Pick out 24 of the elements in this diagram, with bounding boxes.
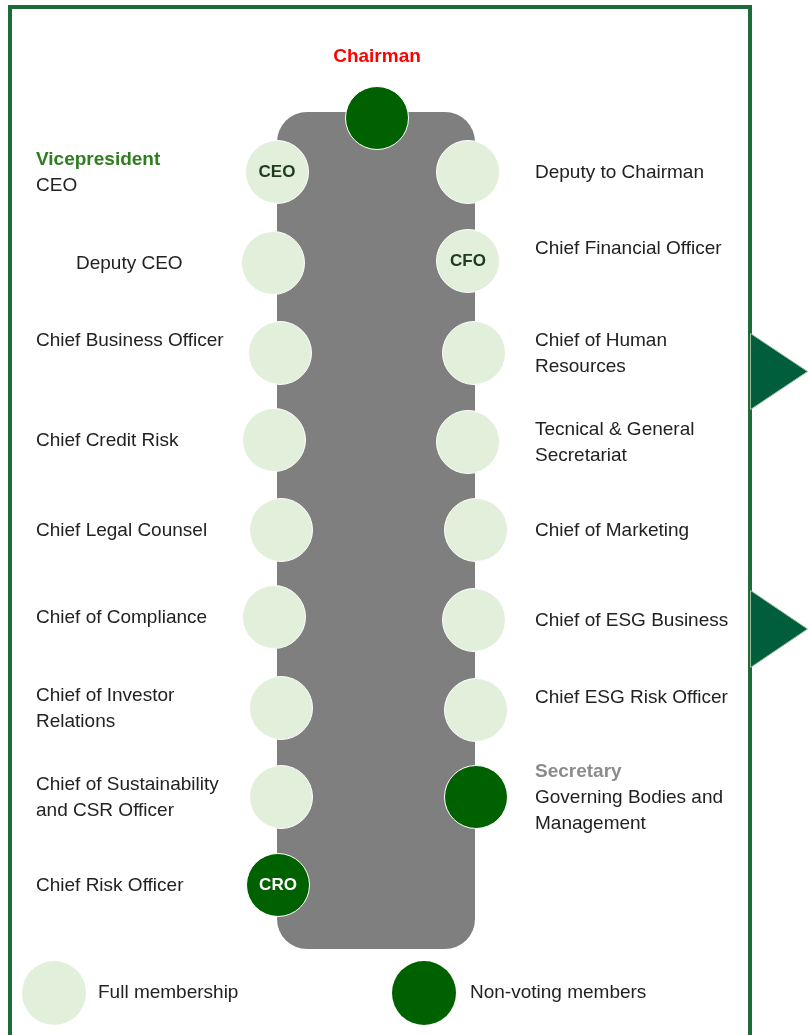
role-label: Deputy CEO	[76, 251, 184, 275]
role-label: Chief of Compliance	[36, 605, 209, 629]
seat-circle: CRO	[246, 853, 310, 917]
role-label: Chief Legal Counsel	[36, 518, 209, 542]
role-label: Chief of ESG Business	[535, 608, 730, 632]
role-heading: Vicepresident	[36, 147, 162, 171]
legend-label: Full membership	[98, 981, 239, 1003]
role-label: Chief Credit Risk	[36, 428, 180, 452]
role-label: Deputy to Chairman	[535, 160, 705, 184]
seat-circle: CEO	[245, 140, 309, 204]
role-label: Tecnical & General Secretariat	[535, 417, 696, 467]
legend-label: Non-voting members	[470, 981, 647, 1003]
role-label: CEO	[36, 173, 79, 197]
role-heading: Secretary	[535, 759, 623, 783]
role-label: Chief of Human Resources	[535, 328, 668, 378]
role-label: Chief of Marketing	[535, 518, 691, 542]
role-label: Chief Financial Officer	[535, 236, 723, 260]
role-label: Chief of Sustainability and CSR Officer	[36, 772, 220, 822]
role-label: Chief ESG Risk Officer	[535, 685, 729, 709]
role-label: Chief of Investor Relations	[36, 683, 176, 733]
role-label: Chief Risk Officer	[36, 873, 185, 897]
role-label: Governing Bodies and Management	[535, 785, 724, 835]
role-label: Chairman	[332, 44, 422, 68]
role-label: Chief Business Officer	[36, 328, 225, 352]
